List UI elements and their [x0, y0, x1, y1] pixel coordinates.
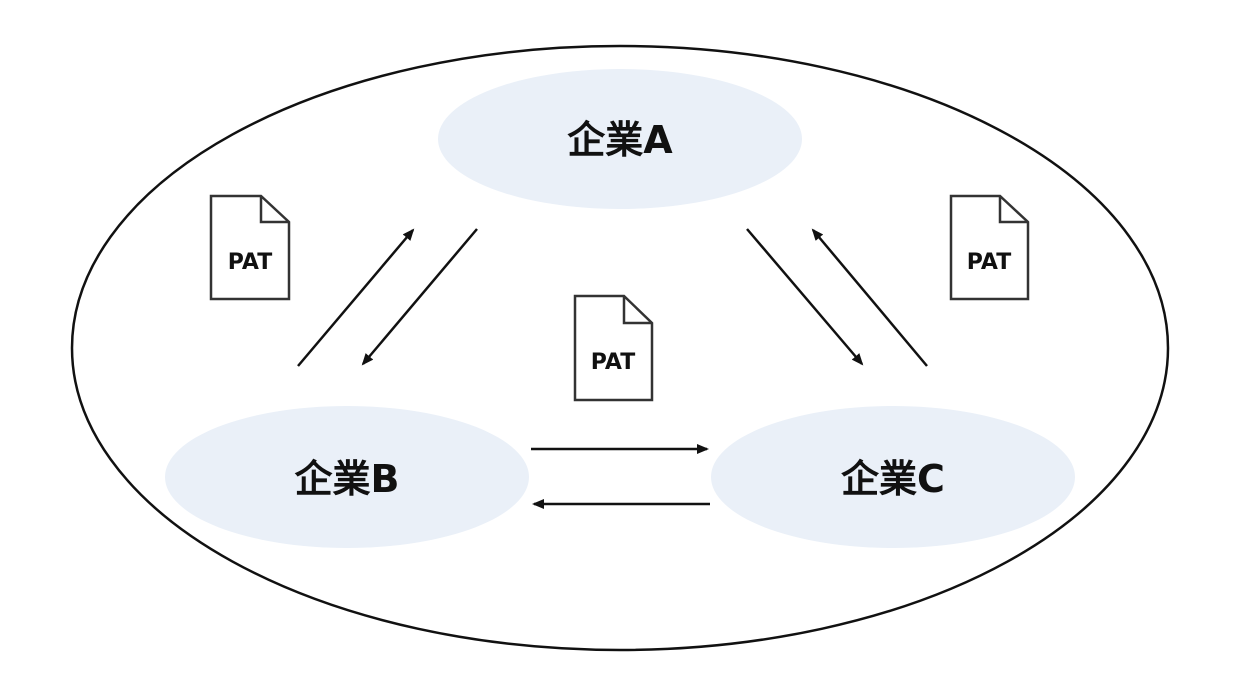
document-center-label: PAT — [591, 350, 635, 375]
arrow-a-to-b — [361, 228, 478, 366]
company-b-node: 企業B — [165, 406, 529, 548]
company-b-bubble — [165, 406, 529, 548]
arrow-a-to-c — [746, 228, 864, 366]
document-left-label: PAT — [228, 250, 272, 275]
company-a-node: 企業A — [438, 69, 802, 209]
company-c-node: 企業C — [711, 406, 1075, 548]
outer-ellipse — [70, 44, 1170, 652]
document-right: PAT — [949, 194, 1030, 301]
arrow-b-to-a — [297, 228, 415, 367]
document-center-icon — [573, 294, 654, 402]
document-center: PAT — [573, 294, 654, 402]
company-c-bubble — [711, 406, 1075, 548]
document-right-label: PAT — [967, 250, 1011, 275]
company-a-label: 企業A — [567, 118, 673, 162]
company-b-label: 企業B — [295, 457, 400, 501]
document-right-icon — [949, 194, 1030, 301]
company-c-label: 企業C — [841, 457, 945, 501]
arrow-c-to-a — [811, 228, 928, 367]
document-left-icon — [209, 194, 291, 301]
company-a-bubble — [438, 69, 802, 209]
document-left: PAT — [209, 194, 291, 301]
